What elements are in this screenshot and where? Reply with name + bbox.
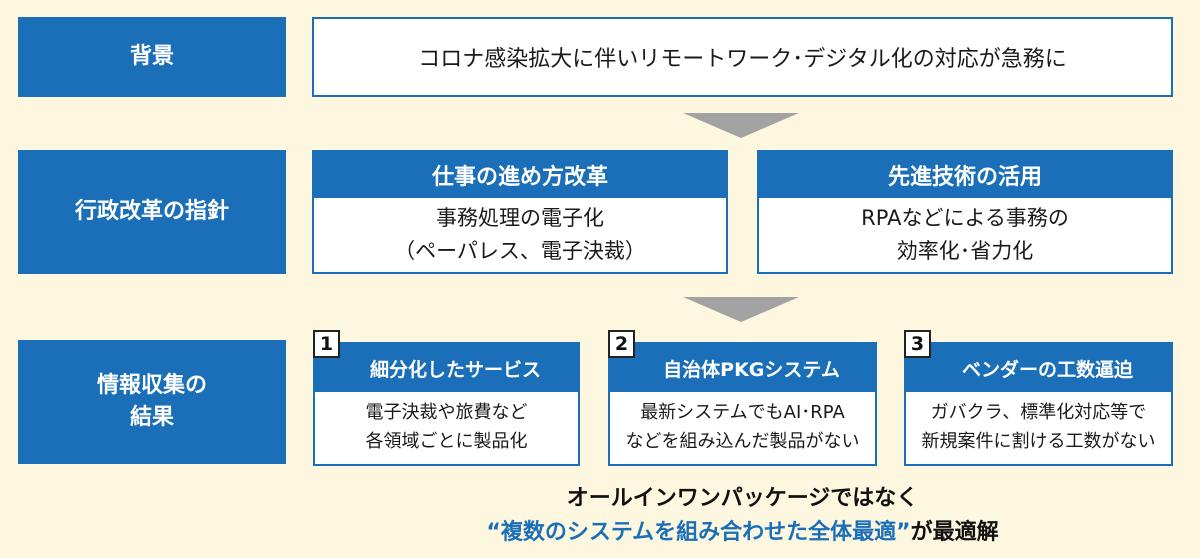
policy-card-body: RPAなどによる事務の 効率化･省力化 <box>759 198 1171 272</box>
label-background-text: 背景 <box>129 44 174 70</box>
policy-card-advanced-tech: 先進技術の活用 RPAなどによる事務の 効率化･省力化 <box>757 150 1173 274</box>
policy-card-title: 先進技術の活用 <box>759 152 1171 198</box>
label-policy-text: 行政改革の指針 <box>74 199 229 225</box>
conclusion-line-2: “複数のシステムを組み合わせた全体最適”が最適解 <box>312 514 1173 546</box>
research-card-line: 電子決裁や旅費など <box>365 402 528 424</box>
policy-card-title-text: 先進技術の活用 <box>887 165 1042 190</box>
research-card-body: 最新システムでもAI･RPA などを組み込んだ製品がない <box>610 392 875 464</box>
policy-card-body: 事務処理の電子化 （ペーパレス、電子決裁） <box>314 198 726 272</box>
number-badge-2: 2 <box>608 330 635 358</box>
label-background: 背景 <box>18 17 286 97</box>
label-policy: 行政改革の指針 <box>18 150 286 274</box>
policy-card-title-text: 仕事の進め方改革 <box>431 165 608 190</box>
research-card-title: 細分化したサービス <box>315 344 578 392</box>
number-badge-text: 1 <box>319 332 334 355</box>
background-statement-box: コロナ感染拡大に伴いリモートワーク･デジタル化の対応が急務に <box>312 17 1173 97</box>
policy-card-work-reform: 仕事の進め方改革 事務処理の電子化 （ペーパレス、電子決裁） <box>312 150 728 274</box>
label-research-line: 情報収集の <box>96 373 207 399</box>
conclusion-line-1-text: オールインワンパッケージではなく <box>566 486 919 511</box>
number-badge-text: 3 <box>910 332 925 355</box>
policy-card-line: RPAなどによる事務の <box>861 206 1069 231</box>
conclusion-tail: が最適解 <box>910 520 999 545</box>
policy-card-title: 仕事の進め方改革 <box>314 152 726 198</box>
background-statement-text: コロナ感染拡大に伴いリモートワーク･デジタル化の対応が急務に <box>418 47 1067 72</box>
policy-card-line: 効率化･省力化 <box>896 239 1034 263</box>
down-arrow-1 <box>683 113 799 138</box>
research-card-2: 自治体PKGシステム 最新システムでもAI･RPA などを組み込んだ製品がない <box>608 342 877 466</box>
research-card-title: ベンダーの工数逼迫 <box>906 344 1171 392</box>
research-card-title-text: ベンダーの工数逼迫 <box>961 358 1133 381</box>
research-card-body: 電子決裁や旅費など 各領域ごとに製品化 <box>315 392 578 464</box>
research-card-1: 細分化したサービス 電子決裁や旅費など 各領域ごとに製品化 <box>313 342 580 466</box>
policy-card-line: （ペーパレス、電子決裁） <box>394 239 646 263</box>
research-card-line: 新規案件に割ける工数がない <box>921 431 1156 452</box>
label-research-line: 結果 <box>129 405 174 430</box>
number-badge-1: 1 <box>313 330 340 358</box>
research-card-line: などを組み込んだ製品がない <box>625 431 860 452</box>
research-card-3: ベンダーの工数逼迫 ガバクラ、標準化対応等で 新規案件に割ける工数がない <box>904 342 1173 466</box>
research-card-title: 自治体PKGシステム <box>610 344 875 392</box>
policy-card-line: 事務処理の電子化 <box>436 206 604 231</box>
label-research: 情報収集の 結果 <box>18 340 286 464</box>
research-card-line: 最新システムでもAI･RPA <box>640 402 845 424</box>
conclusion-highlight: “複数のシステムを組み合わせた全体最適” <box>486 520 911 545</box>
research-card-body: ガバクラ、標準化対応等で 新規案件に割ける工数がない <box>906 392 1171 464</box>
down-arrow-2 <box>683 297 799 322</box>
number-badge-3: 3 <box>904 330 931 358</box>
research-card-title-text: 自治体PKGシステム <box>663 358 840 381</box>
research-card-line: ガバクラ、標準化対応等で <box>930 402 1147 424</box>
number-badge-text: 2 <box>614 332 629 355</box>
research-card-line: 各領域ごとに製品化 <box>365 431 528 452</box>
research-card-title-text: 細分化したサービス <box>369 358 541 381</box>
conclusion-line-1: オールインワンパッケージではなく <box>312 480 1173 511</box>
